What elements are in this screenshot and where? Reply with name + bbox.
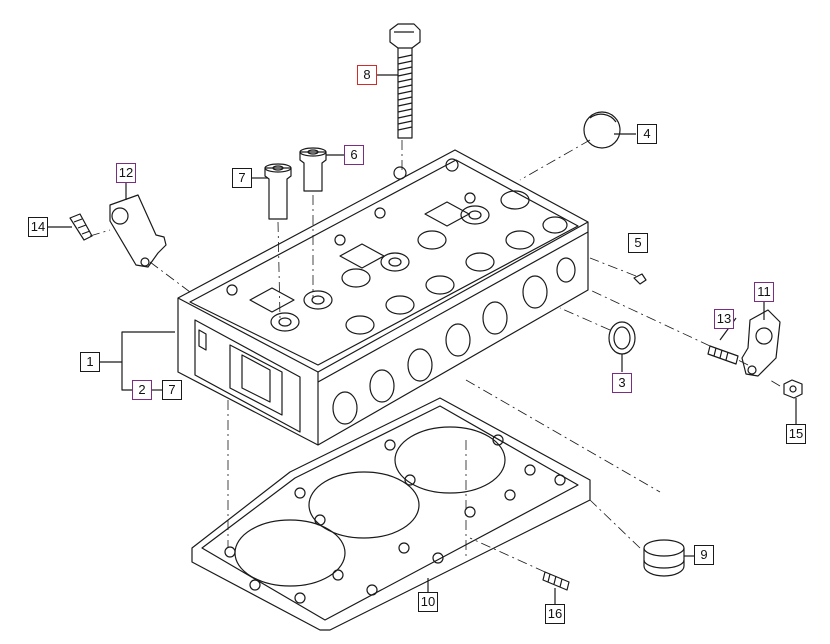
- callout-15[interactable]: 15: [786, 424, 806, 444]
- callout-8[interactable]: 8: [357, 65, 377, 85]
- callout-7[interactable]: 7: [232, 168, 252, 188]
- callout-2-reference-7[interactable]: 7: [162, 380, 182, 400]
- stud-rear: [707, 345, 739, 365]
- expansion-plug: [583, 111, 621, 149]
- callout-14[interactable]: 14: [28, 217, 48, 237]
- assembly-lines: [89, 139, 781, 573]
- callout-13[interactable]: 13: [714, 309, 734, 329]
- small-plug: [633, 273, 647, 285]
- callout-5[interactable]: 5: [628, 233, 648, 253]
- callout-16[interactable]: 16: [545, 604, 565, 624]
- callout-12[interactable]: 12: [116, 163, 136, 183]
- stud-front: [69, 213, 93, 241]
- callout-9[interactable]: 9: [694, 545, 714, 565]
- cap: [643, 539, 685, 577]
- nut: [783, 379, 803, 399]
- valve-guide-7: [264, 163, 292, 220]
- head-gasket: [191, 397, 591, 631]
- callout-4[interactable]: 4: [637, 124, 657, 144]
- callout-11[interactable]: 11: [754, 282, 774, 302]
- callout-10[interactable]: 10: [418, 592, 438, 612]
- engine-hanger-rear: [741, 309, 781, 377]
- stud-bottom: [542, 571, 570, 591]
- head-bolt: [389, 23, 421, 139]
- valve-guide-6: [299, 147, 327, 192]
- callout-6[interactable]: 6: [344, 145, 364, 165]
- callout-3[interactable]: 3: [612, 373, 632, 393]
- engine-hanger-front: [109, 194, 167, 268]
- callout-2[interactable]: 2: [132, 380, 152, 400]
- seal-ring: [608, 321, 636, 355]
- callout-1[interactable]: 1: [80, 352, 100, 372]
- cylinder-head: [177, 149, 589, 446]
